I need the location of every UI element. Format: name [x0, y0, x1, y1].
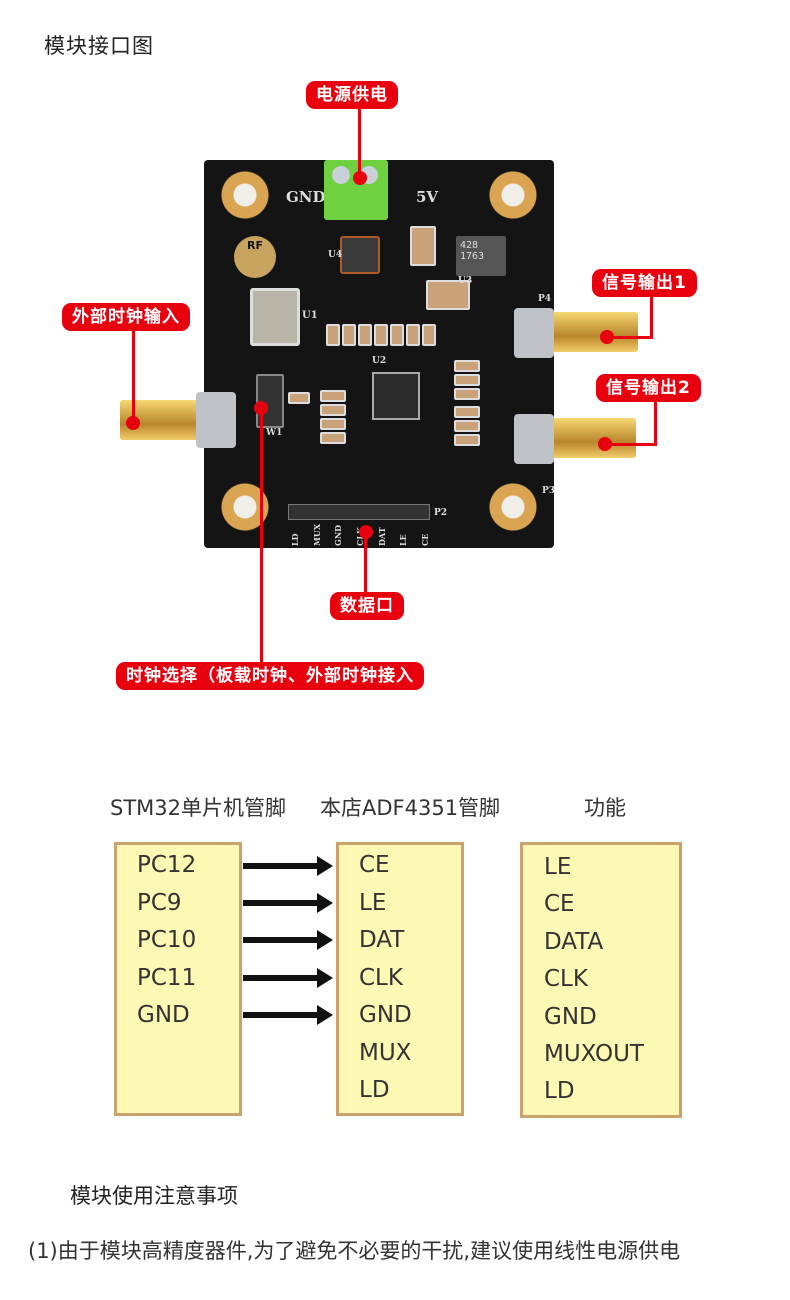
- capacitor-c25: [426, 280, 470, 310]
- power-terminal-block: [324, 160, 388, 220]
- function-box: [520, 842, 682, 1118]
- callout-data-port: 数据口: [330, 592, 404, 620]
- rf-logo: RF: [234, 236, 276, 278]
- mcu-pin-box: [114, 842, 242, 1116]
- header-function: 功能: [584, 796, 626, 820]
- function-item: LD: [544, 1078, 575, 1104]
- module-pin: CLK: [359, 965, 403, 991]
- callout-signal-output-2: 信号输出2: [596, 374, 701, 402]
- header-pin-le: LE: [398, 534, 409, 546]
- arrow-icon: [243, 856, 333, 876]
- regulator-ic-u3: 428 1763: [456, 236, 506, 276]
- function-item: DATA: [544, 929, 604, 955]
- function-item: LE: [544, 854, 572, 880]
- sma-solder-pad-out1: [514, 308, 554, 358]
- mounting-hole-top-right: [488, 170, 538, 220]
- mcu-pin: PC10: [137, 927, 197, 953]
- module-pin: LE: [359, 890, 387, 916]
- mcu-pin: PC12: [137, 852, 197, 878]
- crystal-oscillator: [250, 288, 300, 346]
- header-mcu-pins: STM32单片机管脚: [110, 796, 286, 820]
- header-pin-dat: DAT: [376, 527, 387, 546]
- mcu-pin: PC9: [137, 890, 182, 916]
- callout-clock-select: 时钟选择（板载时钟、外部时钟接入: [116, 662, 424, 690]
- header-pin-mux: MUX: [311, 523, 322, 546]
- pin-header-p2[interactable]: [288, 504, 430, 520]
- function-item: MUXOUT: [544, 1041, 644, 1067]
- arrow-icon: [243, 1005, 333, 1025]
- silk-u2: U2: [372, 356, 387, 366]
- sma-connector-out2: [548, 418, 636, 458]
- header-pin-gnd: GND: [333, 524, 344, 546]
- mounting-hole-top-left: [220, 170, 270, 220]
- adf4351-chip: [372, 372, 420, 420]
- module-pin: DAT: [359, 927, 405, 953]
- silk-w1: W1: [266, 428, 283, 438]
- function-item: CLK: [544, 966, 588, 992]
- sma-solder-pad-ext-clock: [196, 392, 236, 448]
- sma-connector-out1: [548, 312, 638, 352]
- sma-solder-pad-out2: [514, 414, 554, 464]
- function-item: GND: [544, 1004, 597, 1030]
- module-pin: MUX: [359, 1040, 412, 1066]
- rf-logo-text: RF: [247, 239, 263, 252]
- pcb-board: GND 5V RF U1 U4 428 1763 U3 U2 W1: [204, 160, 554, 548]
- module-pin-box: [336, 842, 464, 1116]
- mcu-pin: PC11: [137, 965, 197, 991]
- callout-ext-clock-input: 外部时钟输入: [62, 303, 190, 331]
- module-pin: GND: [359, 1002, 412, 1028]
- arrow-icon: [243, 930, 333, 950]
- page-title: 模块接口图: [44, 34, 154, 58]
- arrow-icon: [243, 968, 333, 988]
- silk-u3: U3: [458, 276, 473, 286]
- silk-p4: P4: [538, 294, 552, 304]
- mounting-hole-bottom-right: [488, 482, 538, 532]
- silk-gnd: GND: [286, 188, 326, 206]
- mcu-pin: GND: [137, 1002, 190, 1028]
- callout-power-supply: 电源供电: [306, 81, 398, 109]
- header-module-pins: 本店ADF4351管脚: [320, 796, 501, 820]
- capacitor-c26: [410, 226, 436, 266]
- header-pin-ce: CE: [419, 533, 430, 546]
- ic-marking: 428 1763: [460, 240, 485, 262]
- header-pin-ld: LD: [290, 533, 300, 546]
- silk-u4: U4: [328, 250, 343, 260]
- silk-p2: P2: [434, 508, 448, 518]
- notes-title: 模块使用注意事项: [70, 1184, 238, 1208]
- silk-p3: P3: [542, 486, 554, 496]
- function-item: CE: [544, 891, 575, 917]
- arrow-icon: [243, 893, 333, 913]
- module-pin: LD: [359, 1077, 390, 1103]
- transformer-u4: [340, 236, 380, 274]
- silk-u1: U1: [302, 310, 318, 321]
- callout-signal-output-1: 信号输出1: [592, 269, 697, 297]
- silk-5v: 5V: [416, 188, 439, 206]
- note-item: (1)由于模块高精度器件,为了避免不必要的干扰,建议使用线性电源供电: [28, 1239, 681, 1263]
- module-pin: CE: [359, 852, 390, 878]
